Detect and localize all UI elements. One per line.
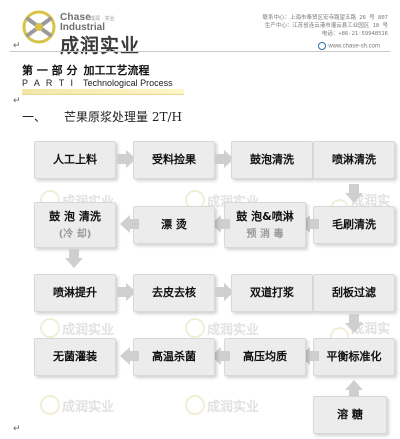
arrow-down-icon xyxy=(345,184,363,203)
arrow-up-icon xyxy=(345,380,363,399)
flow-step: 刮板过滤 xyxy=(313,274,395,312)
flow-step: 受料捡果 xyxy=(133,141,215,179)
watermark: 成润实业 xyxy=(185,318,259,338)
arrow-left-icon xyxy=(211,215,230,233)
logo-english-name-2: Industrial xyxy=(60,22,106,33)
globe-icon xyxy=(318,42,327,50)
section-subtitle: P A R T I Technological Process xyxy=(22,78,173,88)
logo-small-text: 成润 · 实业 xyxy=(90,16,115,22)
logo-chinese-name: 成润实业 xyxy=(60,35,141,57)
flow-step: 高温杀菌 xyxy=(133,338,215,376)
section-title-en: Technological Process xyxy=(83,78,173,88)
section-title-cn: 加工工艺流程 xyxy=(83,64,150,77)
watermark: 成润实业 xyxy=(40,395,114,415)
paragraph-mark: ↵ xyxy=(13,96,21,106)
watermark: 成润实业 xyxy=(185,395,259,415)
arrow-left-icon xyxy=(120,215,139,233)
flow-step: 毛刷清洗 xyxy=(313,206,395,244)
section-part-en: P A R T I xyxy=(22,78,76,88)
section-title: 第 一 部 分加工工艺流程 xyxy=(22,62,150,78)
flow-step: 溶 糖 xyxy=(313,396,387,434)
company-logo-icon xyxy=(22,10,56,44)
arrow-left-icon xyxy=(211,347,230,365)
flow-step: 喷淋清洗 xyxy=(313,141,395,179)
paragraph-mark: ↵ xyxy=(13,424,21,434)
section-part: 第 一 部 分 xyxy=(22,64,78,77)
flow-step: 高压均质 xyxy=(224,338,306,376)
logo-english-name-1: Chase xyxy=(60,12,92,23)
website-link[interactable]: www.chase-sh.com xyxy=(318,42,380,50)
heading-text: 芒果原浆处理量 2T/H xyxy=(64,110,182,124)
arrow-right-icon xyxy=(215,150,234,168)
arrow-right-icon xyxy=(215,283,234,301)
flow-step: 双道打浆 xyxy=(231,274,313,312)
flow-step: 平衡标准化 xyxy=(313,338,395,376)
header-divider xyxy=(10,51,390,52)
flow-step: 鼓 泡 清洗(冷 却) xyxy=(34,202,116,248)
flow-step: 人工上料 xyxy=(34,141,116,179)
address-line-2: 生产中心：江苏省连云港市灌云县工业园区 18 号 xyxy=(264,23,388,29)
title-highlight-bar xyxy=(22,89,184,95)
flow-step: 喷淋提升 xyxy=(34,274,116,312)
flow-step: 鼓 泡&喷淋预 消 毒 xyxy=(224,202,306,248)
arrow-down-icon xyxy=(65,249,83,268)
flow-step: 漂 烫 xyxy=(133,206,215,244)
phone-line: 电话：+86-21-59948516 xyxy=(321,31,388,37)
arrow-right-icon xyxy=(117,150,136,168)
flow-step: 去皮去核 xyxy=(133,274,215,312)
website-text: www.chase-sh.com xyxy=(328,43,380,50)
arrow-right-icon xyxy=(117,283,136,301)
arrow-down-icon xyxy=(345,314,363,333)
arrow-left-icon xyxy=(120,347,139,365)
flow-step: 鼓泡清洗 xyxy=(231,141,313,179)
flow-step: 无菌灌装 xyxy=(34,338,116,376)
watermark: 成润实业 xyxy=(40,318,114,338)
paragraph-mark: ↵ xyxy=(13,41,21,51)
address-line-1: 联系中心：上海市奉贤区宏寺路望五路 26 号 807 xyxy=(262,15,389,21)
subsection-heading: 一、 芒果原浆处理量 2T/H xyxy=(22,108,182,125)
heading-number: 一、 xyxy=(22,110,47,124)
